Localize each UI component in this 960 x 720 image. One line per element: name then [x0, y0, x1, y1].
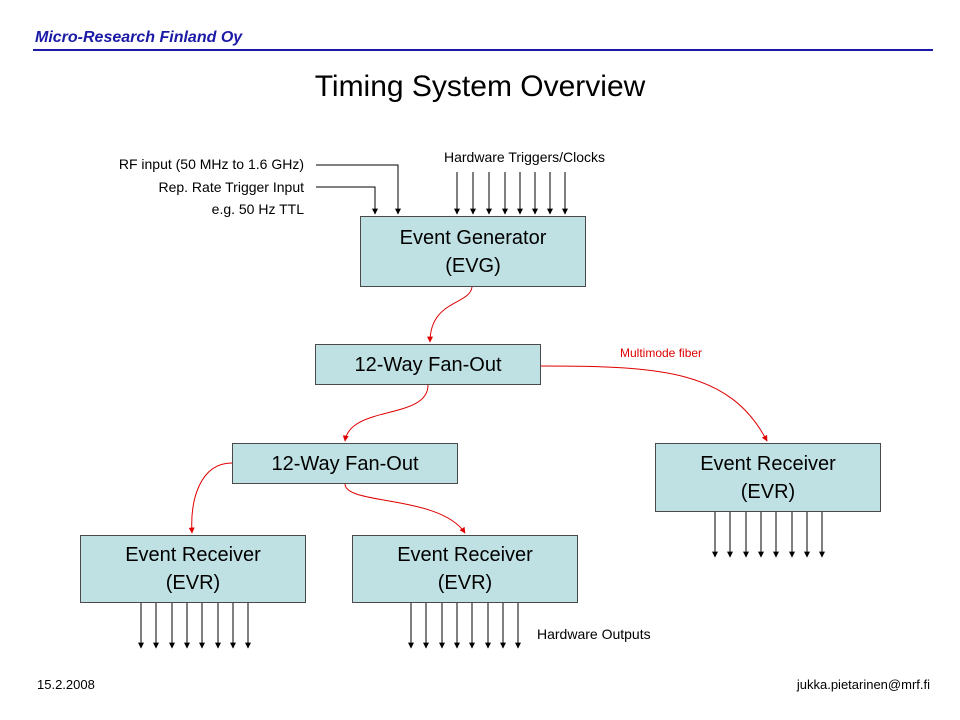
header-bar: Micro-Research Finland Oy — [33, 27, 933, 51]
evr-left-abbr: (EVR) — [165, 572, 221, 594]
hardware-trigger-arrows — [454, 172, 568, 215]
rep-rate-input-line — [316, 186, 378, 215]
rep-rate-example-label: e.g. 50 Hz TTL — [211, 201, 304, 217]
hardware-outputs-label: Hardware Outputs — [537, 626, 651, 642]
rf-input-label: RF input (50 MHz to 1.6 GHz) — [118, 156, 304, 172]
fiber-fanout1-to-fanout2 — [342, 384, 429, 442]
evg-name: Event Generator — [399, 226, 547, 249]
fiber-fanout2-to-evr-left — [188, 462, 233, 534]
fiber-fanout2-to-evr-middle — [344, 483, 466, 534]
evr-right-name: Event Receiver — [700, 452, 836, 475]
footer-date: 15.2.2008 — [37, 677, 95, 692]
fanout-1-box: 12-Way Fan-Out — [315, 344, 541, 385]
hardware-triggers-label: Hardware Triggers/Clocks — [444, 149, 606, 165]
page-title: Timing System Overview — [314, 70, 646, 103]
fanout-2-name: 12-Way Fan-Out — [271, 452, 419, 475]
evr-middle-abbr: (EVR) — [437, 572, 493, 594]
fiber-fanout1-to-evr-right — [540, 365, 768, 442]
hardware-output-arrows-middle — [408, 603, 521, 649]
rf-input-line — [316, 164, 401, 215]
fiber-evg-to-fanout1 — [427, 286, 473, 343]
event-generator-box: Event Generator (EVG) — [360, 216, 586, 287]
evg-abbr: (EVG) — [445, 254, 501, 277]
event-receiver-right-box: Event Receiver (EVR) — [655, 443, 881, 512]
rep-rate-label: Rep. Rate Trigger Input — [158, 179, 304, 195]
event-receiver-left-box: Event Receiver (EVR) — [80, 535, 306, 603]
evr-right-abbr: (EVR) — [740, 480, 796, 503]
hardware-output-arrows-left — [138, 603, 251, 649]
fanout-1-name: 12-Way Fan-Out — [354, 353, 502, 376]
multimode-fiber-label: Multimode fiber — [620, 346, 703, 360]
evr-left-name: Event Receiver — [125, 544, 261, 566]
hardware-output-arrows-right — [712, 512, 825, 558]
evr-middle-name: Event Receiver — [397, 544, 533, 566]
event-receiver-middle-box: Event Receiver (EVR) — [352, 535, 578, 603]
fanout-2-box: 12-Way Fan-Out — [232, 443, 458, 484]
footer-email: jukka.pietarinen@mrf.fi — [796, 677, 930, 692]
company-name: Micro-Research Finland Oy — [35, 29, 243, 46]
